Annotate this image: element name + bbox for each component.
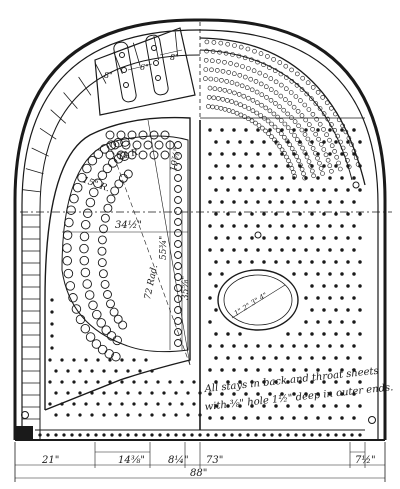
left-hatch-lines (22, 31, 179, 420)
label-dim-34: 34½" (115, 220, 142, 231)
stay-hole (254, 231, 262, 239)
radius-leader-72 (107, 139, 191, 366)
dim-bottom-73: 73" (206, 455, 223, 466)
label-dim-72: 72 Rad. (143, 264, 160, 301)
corner-block-left (15, 426, 33, 440)
washout-manhole-inner (223, 274, 293, 326)
mud-ring-rivets (38, 433, 362, 437)
label-manhole-dim: 1" 2" 3" 4" (233, 291, 269, 318)
flue-tube-holes (62, 130, 182, 362)
dim-bottom-21: 21" (41, 455, 59, 466)
radius-leader-74 (147, 119, 191, 366)
left-staybolt-band (39, 54, 201, 440)
tube-field-boundary (61, 135, 189, 353)
tube-sheet-outline (44, 116, 191, 411)
bottom-dimension-lines (14, 442, 386, 482)
label-radius-74: 74 R. (116, 147, 142, 163)
washout-plug-right (368, 416, 376, 424)
dim-bottom-7: 7½" (355, 455, 376, 466)
washout-manhole (217, 269, 299, 331)
outer-shell-outline (13, 18, 387, 440)
dim-bottom-8: 8¼" (168, 455, 189, 466)
washout-plug-left (21, 411, 29, 419)
label-dim-6: 6" (140, 63, 149, 72)
label-dim-19: 19⅞" (169, 147, 183, 173)
washout-plug-mid (352, 181, 360, 189)
crown-sheet-outline (199, 37, 366, 186)
dim-bottom-14: 14⅜" (118, 455, 145, 466)
sling-stay-bracket (94, 27, 196, 116)
crown-stay-dots (203, 39, 361, 181)
inner-shell-outline (21, 29, 379, 440)
label-dim-55: 55¾" (158, 236, 169, 260)
label-dim-8b: 8" (104, 71, 113, 80)
staybolt-dots (48, 128, 362, 420)
label-dim-35: 35⅝" (181, 276, 191, 300)
label-radius-15: 15" R. (81, 175, 111, 194)
label-dim-8: 8" (170, 53, 179, 62)
dim-overall-88: 88" (190, 468, 207, 479)
crown-sheet-inner (199, 49, 353, 181)
